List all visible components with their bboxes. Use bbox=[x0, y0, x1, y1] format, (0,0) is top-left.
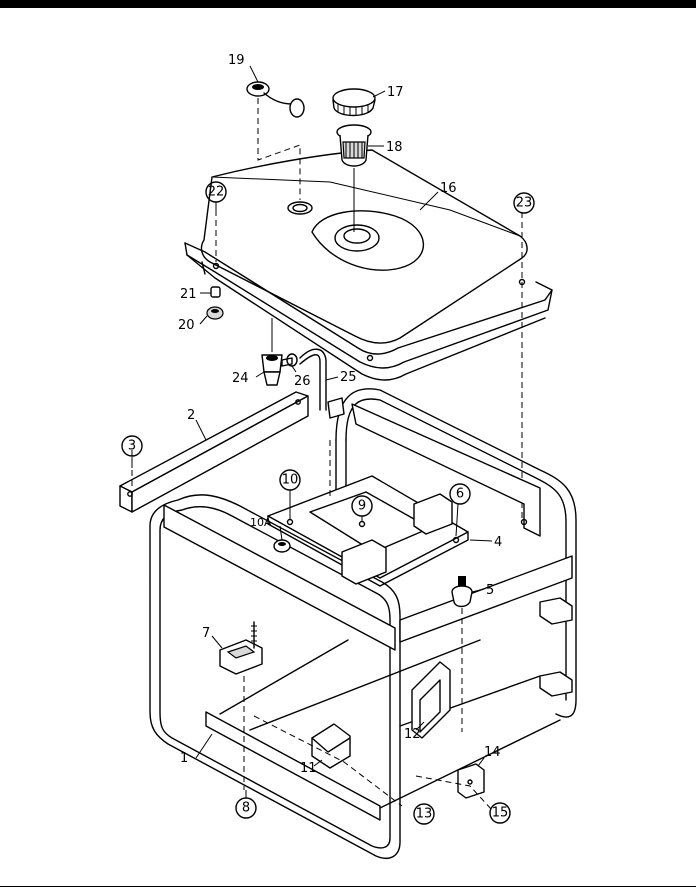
svg-text:10: 10 bbox=[282, 473, 299, 488]
callout-13: 13 bbox=[413, 803, 435, 825]
svg-text:3: 3 bbox=[128, 439, 136, 454]
label-1: 1 bbox=[180, 751, 188, 766]
bottom-rule bbox=[0, 886, 696, 887]
fuel-valve bbox=[261, 318, 293, 386]
svg-text:13: 13 bbox=[416, 807, 433, 822]
label-10a: 10A bbox=[250, 516, 272, 529]
callout-23: 23 bbox=[513, 192, 535, 214]
label-12: 12 bbox=[404, 727, 421, 742]
label-16: 16 bbox=[440, 181, 457, 196]
bracket-11 bbox=[253, 715, 403, 807]
clip-14 bbox=[415, 763, 493, 811]
label-14: 14 bbox=[484, 745, 501, 760]
fuel-strainer bbox=[336, 124, 372, 232]
svg-text:23: 23 bbox=[516, 196, 533, 211]
callout-8: 8 bbox=[235, 797, 257, 819]
svg-text:22: 22 bbox=[208, 185, 225, 200]
fuel-hose bbox=[299, 348, 327, 411]
bracket-12 bbox=[411, 661, 451, 739]
vibration-mount bbox=[451, 576, 473, 732]
svg-text:8: 8 bbox=[242, 801, 250, 816]
bracket-rail bbox=[119, 391, 309, 513]
svg-text:15: 15 bbox=[492, 806, 509, 821]
label-7: 7 bbox=[202, 626, 210, 641]
frame bbox=[149, 388, 577, 860]
label-26: 26 bbox=[294, 374, 311, 389]
label-11: 11 bbox=[300, 761, 317, 776]
tank-mount-hardware bbox=[206, 210, 523, 520]
leader-lines bbox=[131, 65, 523, 798]
label-21: 21 bbox=[180, 287, 197, 302]
callout-3: 3 bbox=[121, 435, 143, 457]
callout-6: 6 bbox=[449, 483, 471, 505]
fuel-tank bbox=[184, 149, 553, 381]
top-rule bbox=[0, 0, 696, 8]
label-25: 25 bbox=[340, 370, 357, 385]
callout-10: 10 bbox=[279, 469, 301, 491]
label-24: 24 bbox=[232, 371, 249, 386]
svg-text:6: 6 bbox=[456, 487, 464, 502]
label-5: 5 bbox=[486, 583, 494, 598]
callout-22: 22 bbox=[205, 181, 227, 203]
fuel-gauge bbox=[246, 81, 305, 200]
label-19: 19 bbox=[228, 53, 245, 68]
label-17: 17 bbox=[387, 85, 404, 100]
callout-15: 15 bbox=[489, 802, 511, 824]
rubber-mount bbox=[219, 621, 263, 790]
svg-text:9: 9 bbox=[358, 499, 366, 514]
label-2: 2 bbox=[187, 408, 195, 423]
fuel-cap bbox=[332, 88, 376, 117]
nut-10a bbox=[273, 539, 291, 553]
label-4: 4 bbox=[494, 535, 502, 550]
label-20: 20 bbox=[178, 318, 195, 333]
callout-9: 9 bbox=[351, 495, 373, 517]
mount-plate bbox=[267, 475, 469, 587]
label-18: 18 bbox=[386, 140, 403, 155]
